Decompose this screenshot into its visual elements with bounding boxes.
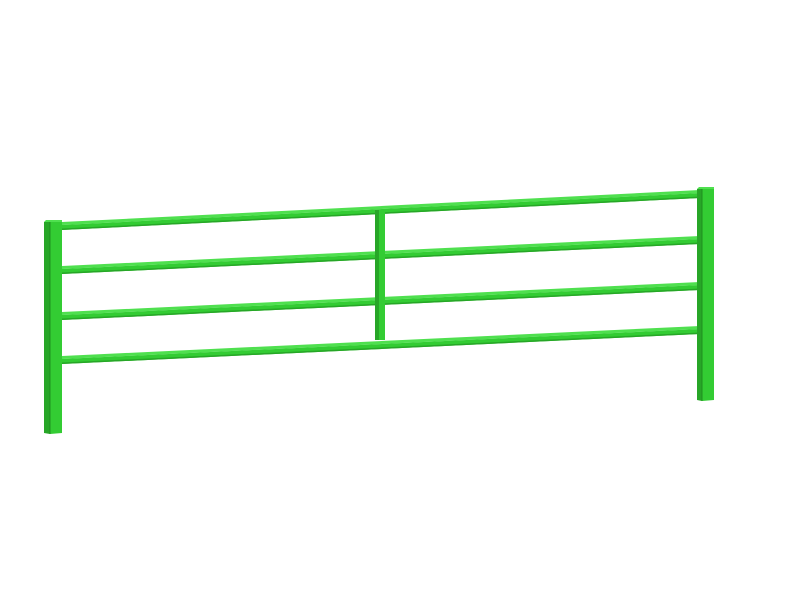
rail-top-face	[62, 190, 700, 225]
left-post	[44, 220, 62, 434]
post-side-face	[44, 222, 50, 434]
post-side-face	[697, 189, 702, 401]
center-divider	[375, 210, 385, 340]
right-post	[697, 187, 714, 401]
divider-layer	[375, 210, 385, 340]
posts-layer	[44, 187, 714, 434]
rail-top-face	[62, 326, 700, 359]
post-edge-line	[701, 189, 703, 401]
divider-front-face	[379, 210, 385, 340]
post-front-face	[702, 189, 714, 401]
divider-side-face	[375, 210, 379, 340]
post-front-face	[50, 222, 62, 434]
rail-bottom-edge	[62, 332, 700, 364]
post-top-cap	[44, 220, 62, 222]
post-top-cap	[697, 187, 714, 189]
post-edge-line	[49, 222, 51, 434]
rail-4	[62, 326, 700, 364]
